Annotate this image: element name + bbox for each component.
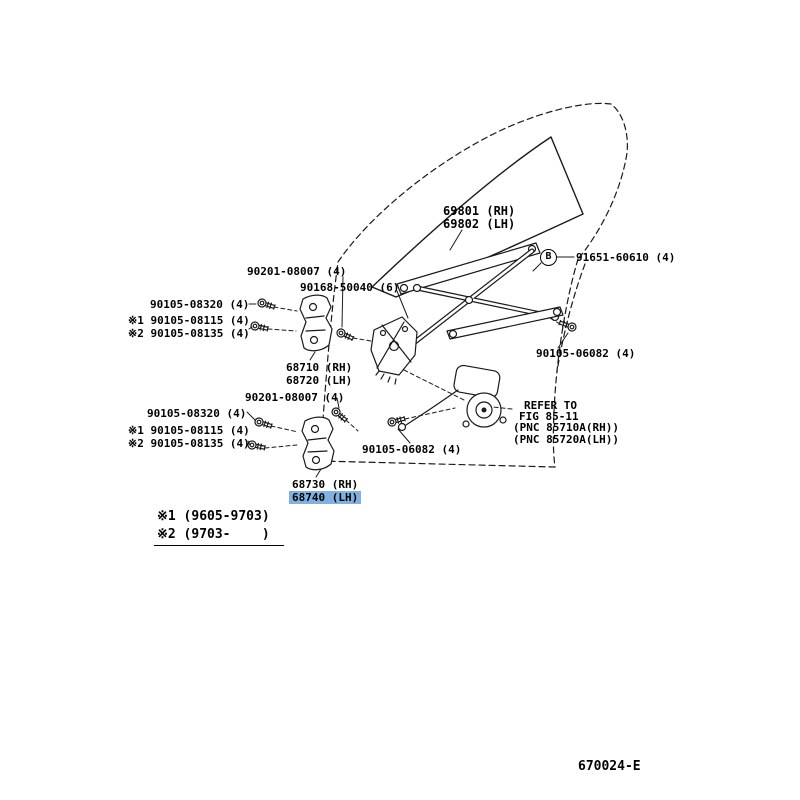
callout-b: B bbox=[540, 249, 557, 266]
part-label-90105-08135-upper: ※2 90105-08135 (4) bbox=[128, 327, 250, 340]
part-label-90105-08320-upper: 90105-08320 (4) bbox=[150, 298, 250, 311]
part-label-90201-08007-upper: 90201-08007 (4) bbox=[247, 265, 347, 278]
part-label-90168-50040: 90168-50040 (6) bbox=[300, 281, 400, 294]
regulator-sector-plate bbox=[370, 316, 418, 385]
part-label-68730-rh: 68730 (RH) bbox=[292, 478, 359, 491]
part-label-90105-08115-lower: ※1 90105-08115 (4) bbox=[128, 424, 250, 437]
part-label-90105-08320-lower: 90105-08320 (4) bbox=[147, 407, 247, 420]
part-label-69802-lh: 69802 (LH) bbox=[443, 217, 516, 231]
part-label-90105-08135-lower: ※2 90105-08135 (4) bbox=[128, 437, 250, 450]
footnote-2: ※2 (9703- ) bbox=[157, 527, 270, 542]
regulator-scissor-arms bbox=[403, 248, 560, 352]
part-label-91651-60610: 91651-60610 (4) bbox=[576, 251, 676, 264]
drawing-number: 670024-E bbox=[578, 759, 641, 774]
leader-lines bbox=[246, 229, 575, 478]
part-label-68740-lh-selected[interactable]: 68740 (LH) bbox=[289, 491, 362, 504]
refer-to-line3: (PNC 85710A(RH)) bbox=[513, 421, 619, 434]
footnote-underline bbox=[154, 545, 284, 546]
part-label-68710-rh: 68710 (RH) bbox=[286, 361, 353, 374]
refer-to-line2: FIG 85-11 bbox=[519, 410, 579, 423]
part-label-69801-rh: 69801 (RH) bbox=[443, 204, 516, 218]
refer-to-line1: REFER TO bbox=[524, 399, 577, 412]
window-motor bbox=[397, 364, 507, 432]
part-label-90201-08007-lower: 90201-08007 (4) bbox=[245, 391, 345, 404]
footnote-1: ※1 (9605-9703) bbox=[157, 509, 270, 524]
assembly-dash-lines bbox=[264, 306, 561, 449]
part-label-90105-06082-bottom: 90105-06082 (4) bbox=[362, 443, 462, 456]
hinge-lower bbox=[301, 416, 335, 471]
regulator-lower-rail bbox=[446, 306, 564, 340]
refer-to-line4: (PNC 85720A(LH)) bbox=[513, 433, 619, 446]
part-label-90105-06082-right: 90105-06082 (4) bbox=[536, 347, 636, 360]
part-label-90105-08115-upper: ※1 90105-08115 (4) bbox=[128, 314, 250, 327]
hinge-upper bbox=[299, 294, 333, 352]
part-label-68720-lh: 68720 (LH) bbox=[286, 374, 353, 387]
